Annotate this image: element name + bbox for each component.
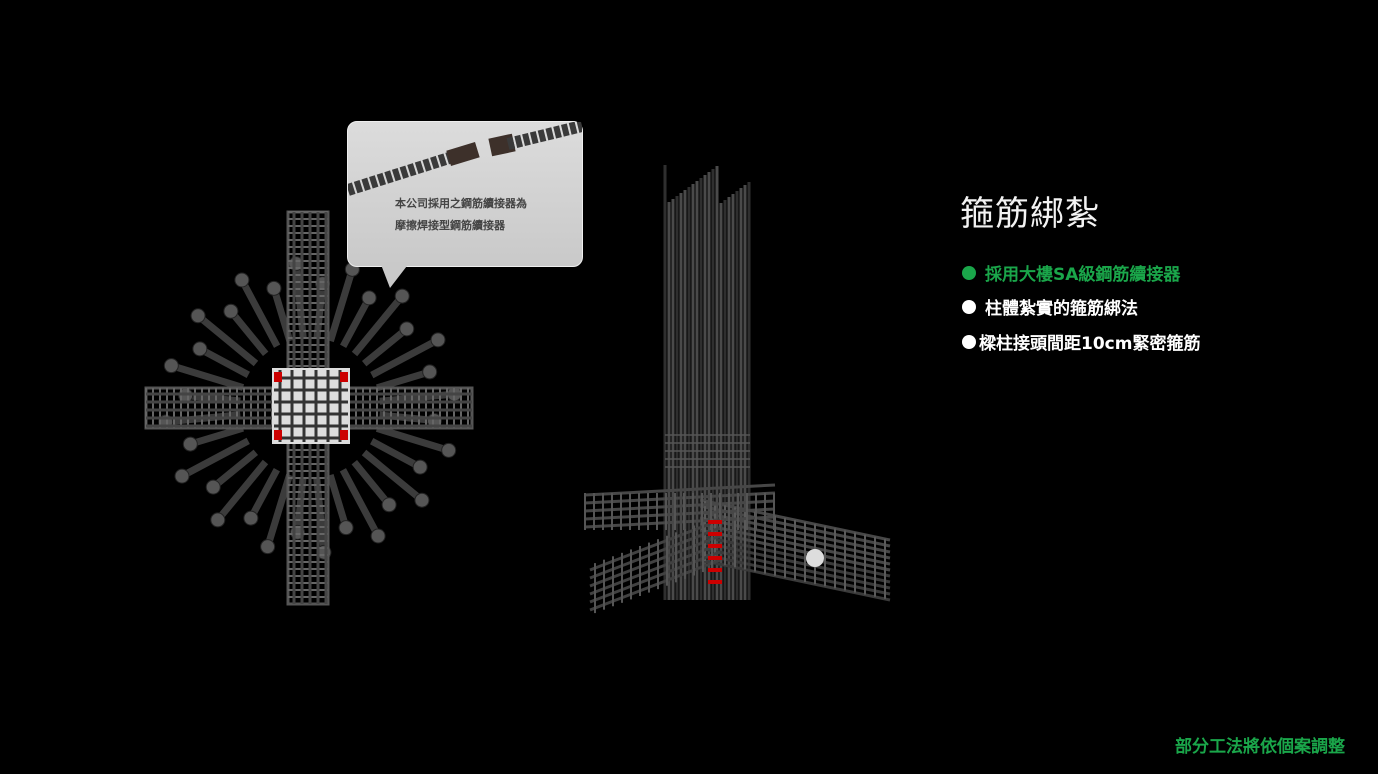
rebar-rod: [195, 313, 259, 367]
connector-mark: [340, 430, 348, 440]
rebar-rod: [326, 474, 350, 529]
bullet-text: 採用大樓SA級鋼筋續接器: [985, 265, 1181, 285]
rebar-rod: [327, 268, 356, 343]
rebar-end: [412, 459, 428, 475]
rebar-rod: [185, 392, 241, 405]
connector-mark: [708, 568, 722, 572]
footnote: 部分工法將依個案調整: [1175, 737, 1345, 757]
rebar-end: [223, 303, 239, 319]
rebar-end: [174, 468, 190, 484]
connector-mark: [708, 556, 722, 560]
bullet-dot-icon: [962, 265, 976, 280]
connector-mark: [708, 520, 722, 524]
rebar-end: [210, 512, 226, 528]
callout-line-1: 本公司採用之鋼筋續接器為: [395, 197, 527, 210]
rebar-rod: [370, 336, 440, 379]
rebar-end: [205, 479, 221, 495]
rebar-end: [338, 520, 354, 536]
rebar-end: [260, 539, 276, 555]
rebar-rod: [247, 468, 280, 520]
connector-mark: [708, 580, 722, 584]
rebar-rod: [264, 473, 293, 548]
page-title: 箍筋綁紮: [960, 194, 1100, 234]
rebar-end: [441, 442, 457, 458]
rebar-end: [190, 308, 206, 324]
bullet-text: 樑柱接頭間距10cm緊密箍筋: [979, 334, 1201, 354]
callout-text: 本公司採用之鋼筋續接器為 摩擦焊接型鋼筋續接器: [395, 193, 527, 237]
rebar-end: [266, 280, 282, 296]
rebar-rod: [351, 459, 392, 507]
rebar-end: [394, 288, 410, 304]
rebar-rod: [370, 438, 422, 471]
rebar-end: [243, 510, 259, 526]
rebar-rod: [351, 293, 405, 357]
connector-mark: [708, 532, 722, 536]
callout-line-2: 摩擦焊接型鋼筋續接器: [395, 219, 505, 232]
rebar-rod: [170, 362, 245, 391]
callout-tail: [380, 262, 410, 288]
rebar-rod: [180, 437, 250, 480]
rebar-end: [163, 358, 179, 374]
rebar-rod: [361, 449, 425, 503]
rebar-rod: [198, 345, 250, 378]
rebar-end: [234, 272, 250, 288]
rebar-end: [422, 364, 438, 380]
rebar-connector-image: [348, 122, 582, 196]
rebar-rod: [211, 449, 259, 490]
bullet-item: 採用大樓SA級鋼筋續接器: [962, 260, 1180, 285]
rebar-rod: [361, 326, 409, 367]
rebar-rod: [228, 309, 269, 357]
rebar-rod: [189, 424, 244, 448]
pipe-sleeve: [806, 549, 824, 567]
rebar-end: [370, 528, 386, 544]
rebar-rod: [375, 425, 450, 454]
rebar-end: [430, 332, 446, 348]
rebar-rod: [238, 278, 281, 348]
connector-mark: [274, 372, 282, 382]
rebar-rod: [376, 368, 431, 392]
rebar-end: [414, 492, 430, 508]
bullet-item: 樑柱接頭間距10cm緊密箍筋: [962, 329, 1200, 354]
bullet-dot-icon: [962, 334, 976, 349]
rebar-end: [399, 321, 415, 337]
bullet-text: 柱體紮實的箍筋綁法: [985, 299, 1138, 319]
rebar-end: [381, 497, 397, 513]
rebar-joint-top-view: [144, 210, 474, 606]
rebar-rod: [340, 296, 373, 348]
column-core: [272, 368, 350, 444]
bullet-item: 柱體紮實的箍筋綁法: [962, 294, 1138, 319]
connector-callout: [347, 121, 583, 267]
rebar-rod: [339, 468, 382, 538]
rebar-rod: [215, 459, 269, 523]
rebar-joint-3d-view: [584, 165, 891, 614]
rebar-end: [361, 290, 377, 306]
connector-mark: [708, 544, 722, 548]
rebar-end: [192, 341, 208, 357]
connector-mark: [274, 430, 282, 440]
bullet-dot-icon: [962, 299, 976, 314]
rebar-end: [182, 436, 198, 452]
connector-mark: [340, 372, 348, 382]
